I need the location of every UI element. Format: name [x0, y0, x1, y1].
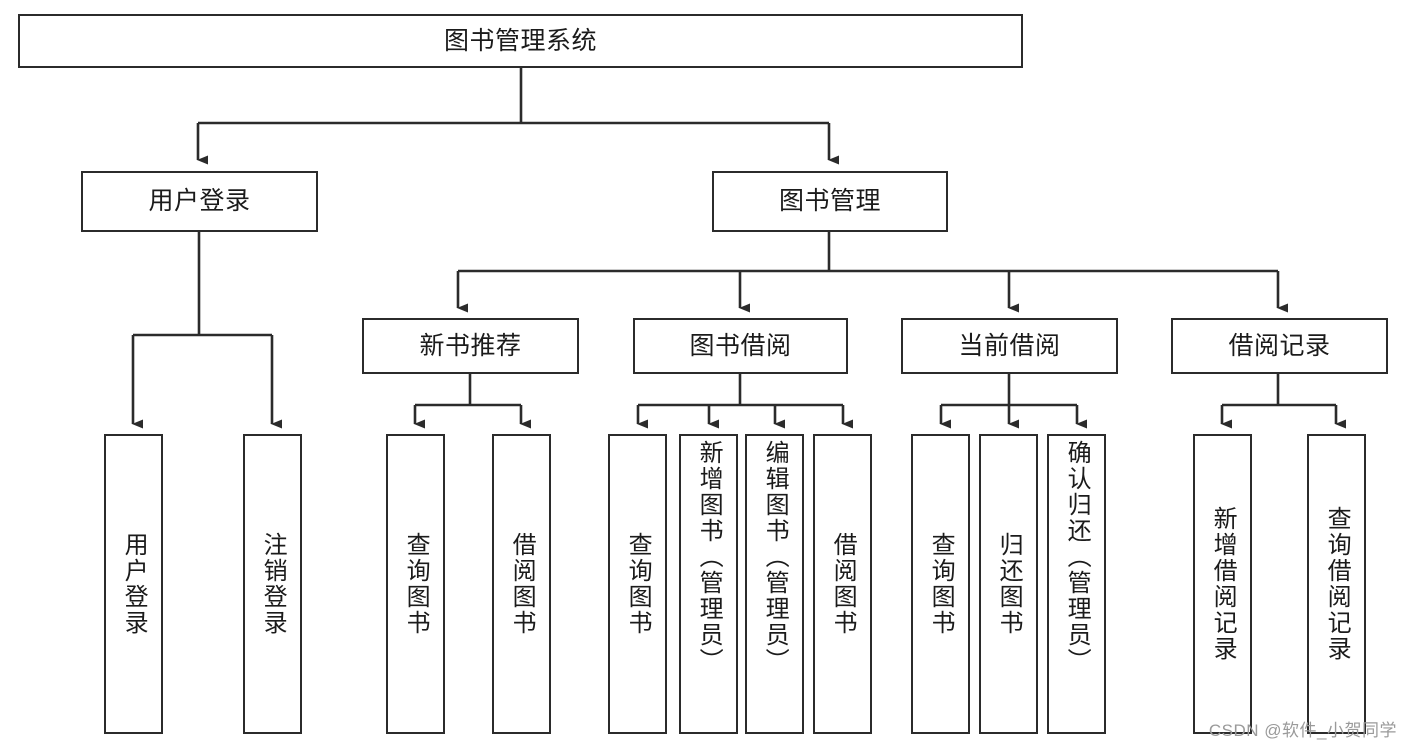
leaf-book-borrow-edit[interactable]: 编辑图书（管理员） — [745, 434, 804, 734]
node-user-login[interactable]: 用户登录 — [81, 171, 318, 232]
node-book-management-label: 图书管理 — [778, 187, 881, 216]
node-new-book-recommend[interactable]: 新书推荐 — [362, 318, 579, 374]
node-root-label: 图书管理系统 — [443, 26, 597, 55]
leaf-current-borrow-query-label: 查询图书 — [927, 532, 955, 636]
node-current-borrow-label: 当前借阅 — [958, 331, 1061, 360]
node-book-management[interactable]: 图书管理 — [712, 171, 948, 232]
node-book-borrow-label: 图书借阅 — [689, 331, 792, 360]
leaf-borrow-record-add[interactable]: 新增借阅记录 — [1193, 434, 1252, 734]
leaf-book-borrow-borrow[interactable]: 借阅图书 — [813, 434, 872, 734]
leaf-book-borrow-query-label: 查询图书 — [624, 532, 652, 636]
leaf-book-borrow-add[interactable]: 新增图书（管理员） — [679, 434, 738, 734]
leaf-book-borrow-borrow-label: 借阅图书 — [829, 532, 857, 636]
leaf-user-login-signin-label: 用户登录 — [120, 532, 148, 636]
node-borrow-record-label: 借阅记录 — [1228, 331, 1331, 360]
leaf-borrow-record-add-label: 新增借阅记录 — [1209, 506, 1237, 662]
leaf-user-login-signout-label: 注销登录 — [259, 532, 287, 636]
csdn-watermark: CSDN @软件_小贺同学 — [1208, 721, 1397, 740]
leaf-current-borrow-confirm[interactable]: 确认归还（管理员） — [1047, 434, 1106, 734]
leaf-borrow-record-query[interactable]: 查询借阅记录 — [1307, 434, 1366, 734]
node-book-borrow[interactable]: 图书借阅 — [633, 318, 848, 374]
leaf-current-borrow-return[interactable]: 归还图书 — [979, 434, 1038, 734]
node-root-system[interactable]: 图书管理系统 — [18, 14, 1023, 68]
leaf-book-borrow-query[interactable]: 查询图书 — [608, 434, 667, 734]
leaf-user-login-signin[interactable]: 用户登录 — [104, 434, 163, 734]
node-new-book-recommend-label: 新书推荐 — [419, 331, 522, 360]
leaf-current-borrow-return-label: 归还图书 — [995, 532, 1023, 636]
node-borrow-record[interactable]: 借阅记录 — [1171, 318, 1388, 374]
leaf-current-borrow-query[interactable]: 查询图书 — [911, 434, 970, 734]
leaf-new-book-query-label: 查询图书 — [402, 532, 430, 636]
leaf-current-borrow-confirm-label: 确认归还（管理员） — [1063, 440, 1091, 674]
leaf-user-login-signout[interactable]: 注销登录 — [243, 434, 302, 734]
leaf-new-book-borrow-label: 借阅图书 — [508, 532, 536, 636]
leaf-new-book-query[interactable]: 查询图书 — [386, 434, 445, 734]
leaf-book-borrow-add-label: 新增图书（管理员） — [695, 440, 723, 674]
leaf-borrow-record-query-label: 查询借阅记录 — [1323, 506, 1351, 662]
node-current-borrow[interactable]: 当前借阅 — [901, 318, 1118, 374]
node-user-login-label: 用户登录 — [148, 187, 251, 216]
leaf-book-borrow-edit-label: 编辑图书（管理员） — [761, 440, 789, 674]
leaf-new-book-borrow[interactable]: 借阅图书 — [492, 434, 551, 734]
